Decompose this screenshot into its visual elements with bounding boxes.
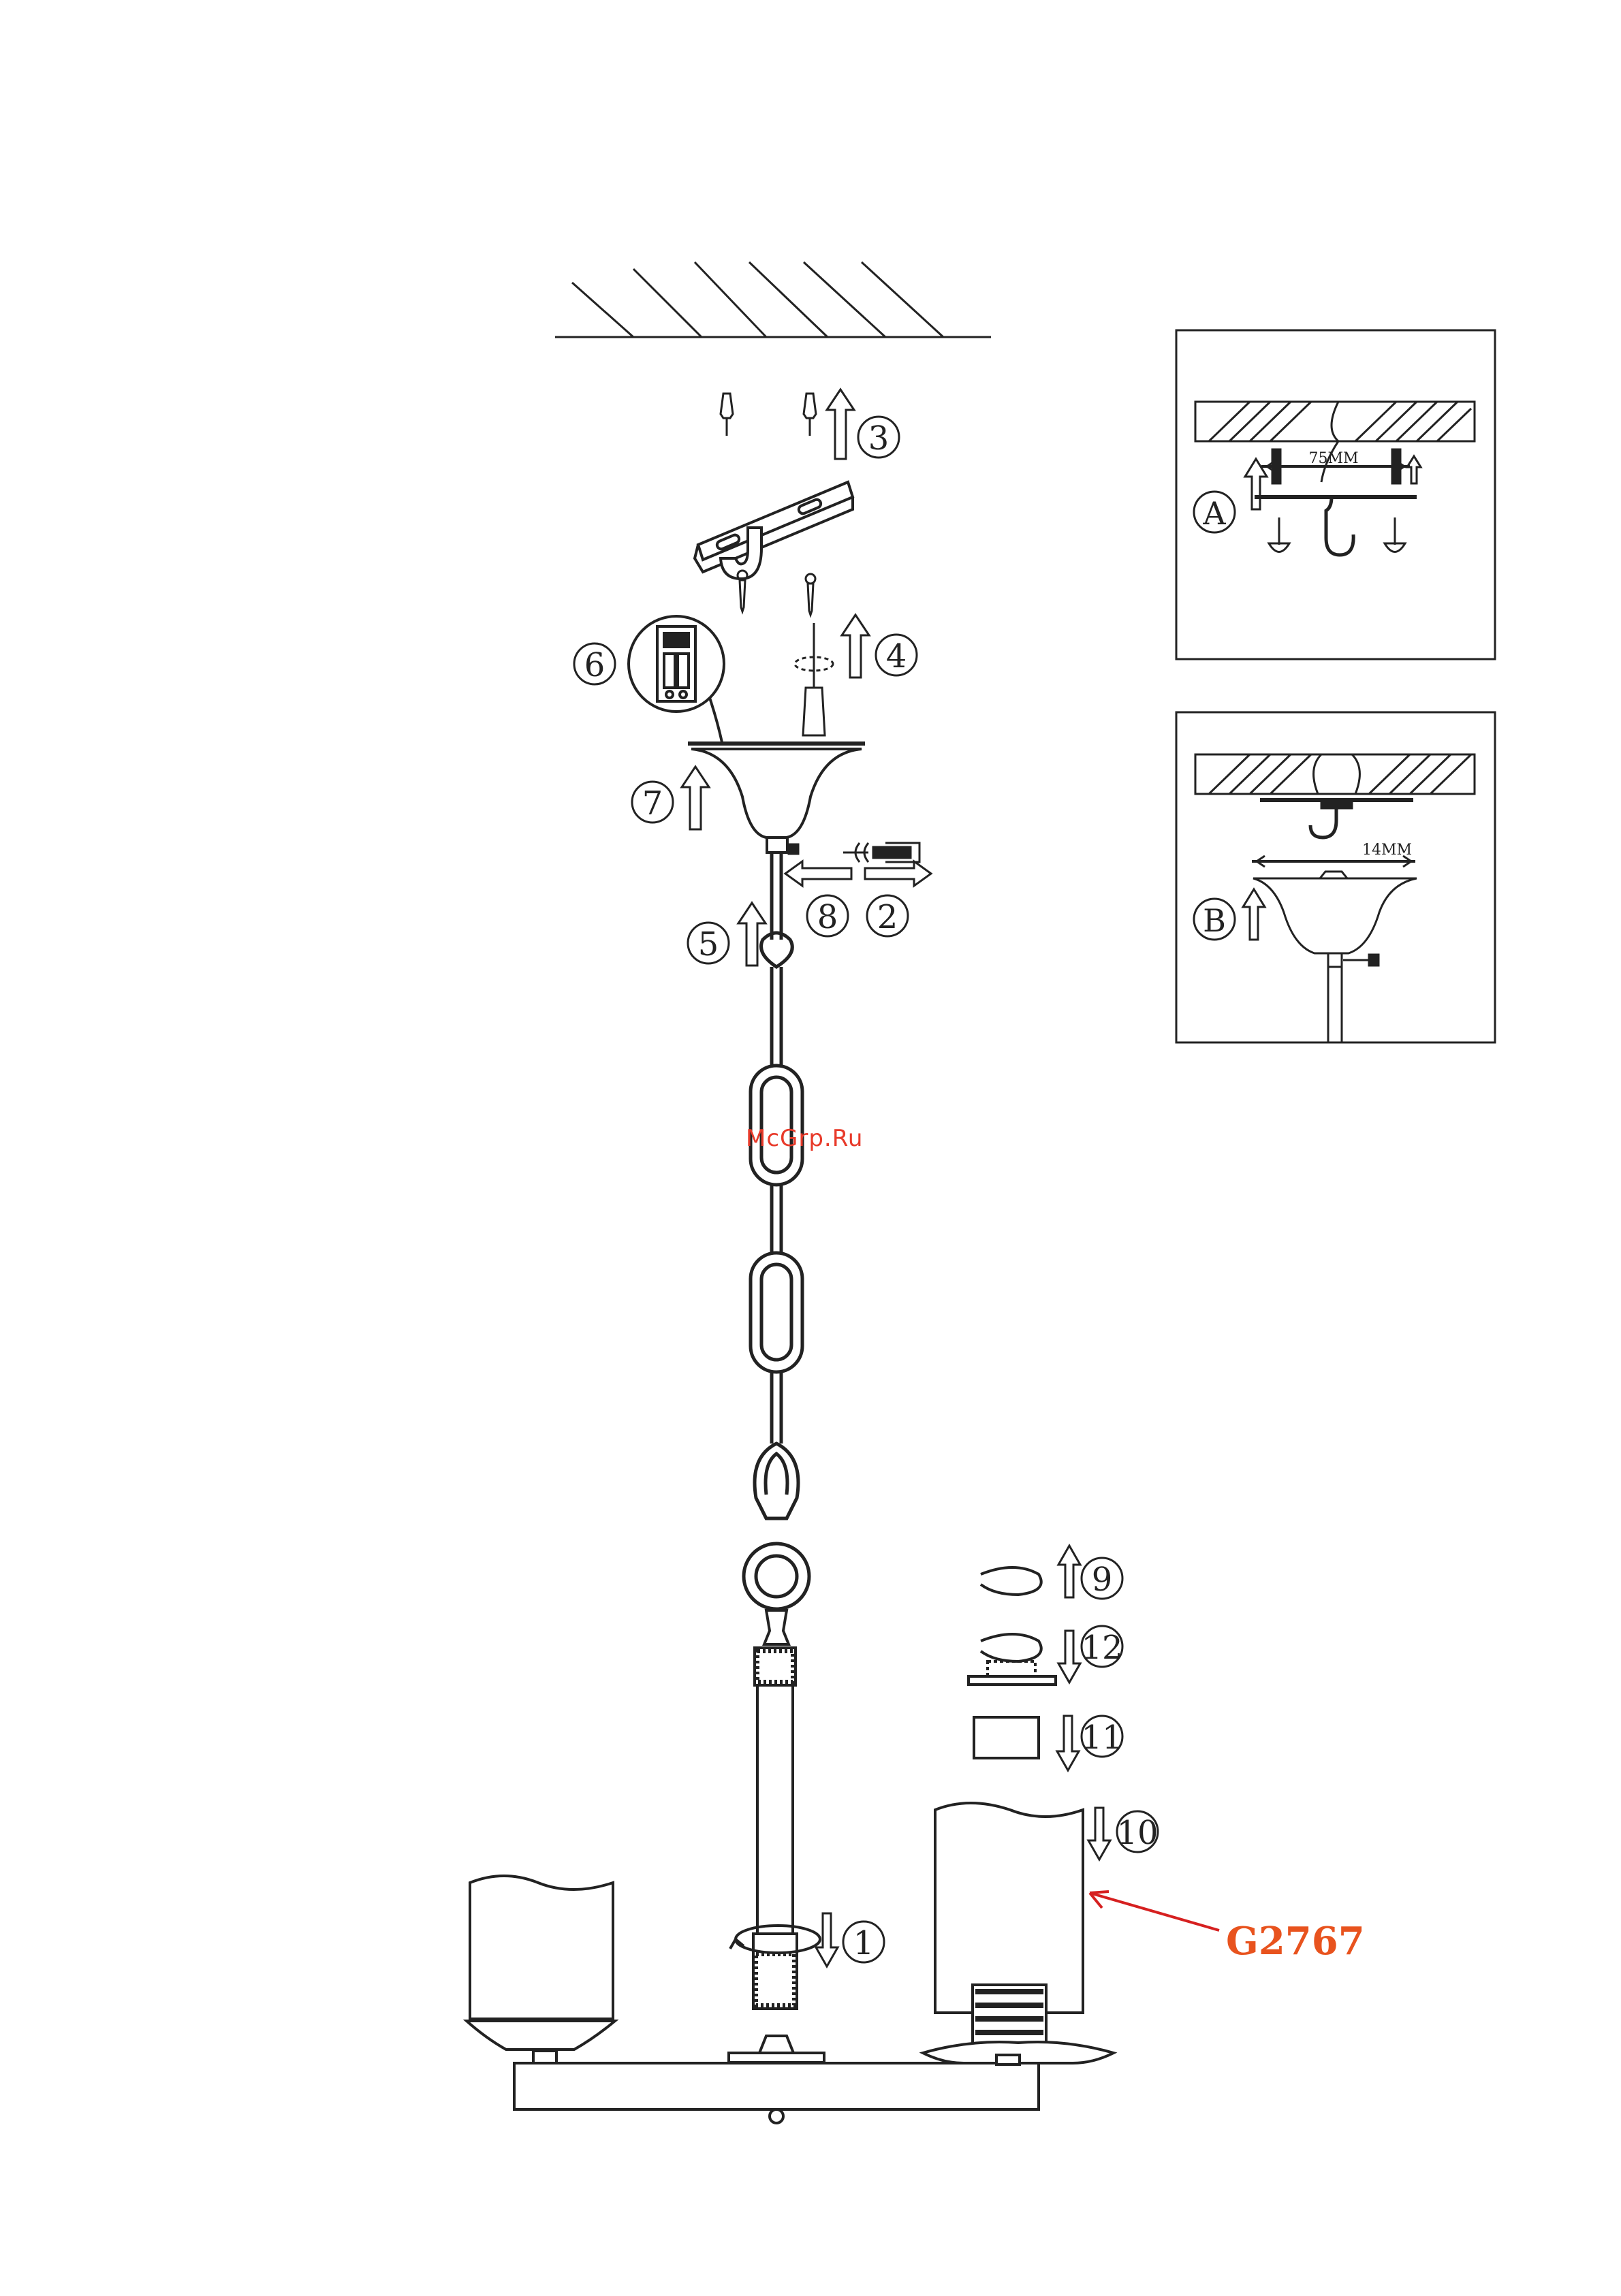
- right-lamp: [923, 1803, 1114, 2064]
- screwdriver-icon: [795, 623, 833, 735]
- bulb-part: [974, 1717, 1039, 1758]
- detail-a-label: A: [1202, 495, 1226, 532]
- ceiling: [555, 262, 991, 337]
- step-2-label: 2: [877, 898, 898, 936]
- step-6-label: 6: [584, 646, 605, 684]
- detail-box-b: 14MM B: [1176, 712, 1495, 1042]
- up-arrow-icon: [827, 389, 854, 459]
- dimension-a: 75MM: [1308, 450, 1358, 467]
- step-10-label: 10: [1116, 1814, 1158, 1852]
- down-arrow-icon: [1058, 1631, 1080, 1683]
- step-9-label: 9: [1092, 1561, 1113, 1599]
- step-5-label: 5: [698, 925, 719, 963]
- central-rod: [753, 1610, 797, 2009]
- side-screw: [789, 843, 919, 862]
- left-arrow-icon: [785, 861, 851, 886]
- step-7-label: 7: [642, 784, 663, 823]
- wall-anchors: [721, 394, 816, 436]
- part-pointer-arrow: [1090, 1893, 1219, 1930]
- up-arrow-icon: [738, 903, 766, 966]
- step-8-label: 8: [817, 898, 838, 936]
- right-arrow-icon: [865, 861, 931, 886]
- down-arrow-icon: [1057, 1716, 1079, 1770]
- left-lamp: [467, 1876, 615, 2063]
- ring-with-socket-part: [969, 1634, 1056, 1685]
- detail-b-label: B: [1203, 902, 1226, 939]
- step-1-label: 1: [853, 1924, 875, 1962]
- terminal-block-detail: [629, 616, 724, 742]
- dimension-b: 14MM: [1362, 842, 1412, 859]
- up-arrow-icon: [682, 767, 709, 829]
- down-arrow-icon: [1088, 1808, 1110, 1860]
- step-3-label: 3: [868, 419, 890, 458]
- mounting-bracket: [695, 482, 853, 579]
- part-code: G2767: [1226, 1919, 1365, 1964]
- step-11-label: 11: [1081, 1719, 1122, 1757]
- watermark: McGrp.Ru: [746, 1125, 863, 1152]
- ring-part: [981, 1567, 1041, 1595]
- up-arrow-icon: [1058, 1546, 1080, 1597]
- step-4-label: 4: [886, 637, 907, 675]
- canopy: [688, 744, 865, 852]
- step-12-label: 12: [1081, 1629, 1122, 1667]
- detail-box-a: 75MM A: [1176, 330, 1495, 659]
- up-arrow-icon: [842, 615, 869, 677]
